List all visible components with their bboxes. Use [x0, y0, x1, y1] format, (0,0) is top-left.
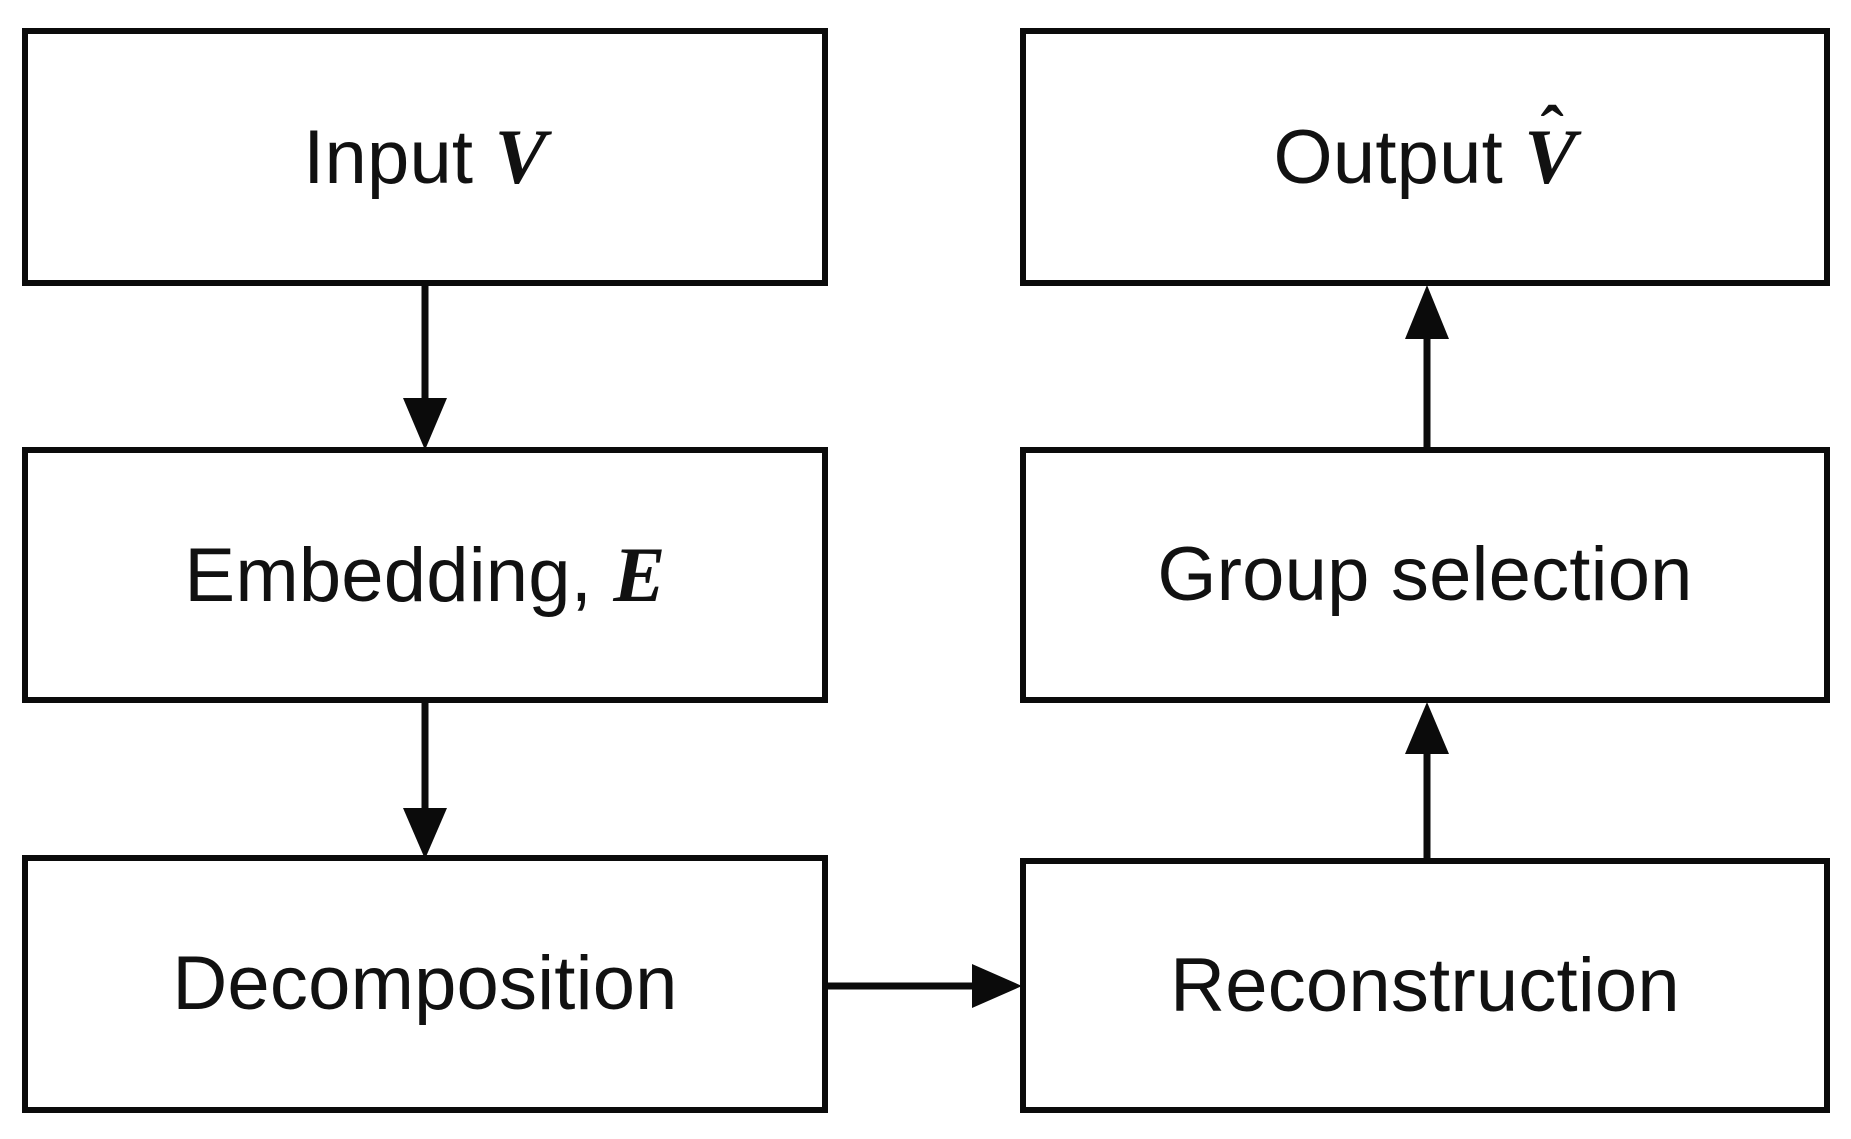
arrow-group-selection-to-output [1397, 283, 1457, 453]
embedding-box-label: Embedding, E [184, 536, 665, 614]
circumflex-accent-icon: ˆ [1540, 93, 1564, 171]
output-box-label-text: Output [1273, 115, 1525, 200]
reconstruction-box[interactable]: Reconstruction [1020, 858, 1830, 1113]
group-selection-box[interactable]: Group selection [1020, 447, 1830, 703]
embedding-box-label-text: Embedding, [184, 533, 614, 618]
embedding-box[interactable]: Embedding, E [22, 447, 828, 703]
reconstruction-box-label: Reconstruction [1170, 942, 1680, 1028]
decomposition-box[interactable]: Decomposition [22, 855, 828, 1113]
arrow-embedding-to-decomposition [395, 700, 455, 862]
input-box-symbol: V [494, 113, 547, 200]
input-box-label-text: Input [303, 115, 495, 200]
output-box-symbol: V [1524, 113, 1577, 200]
input-box-label: Input V [303, 118, 547, 196]
group-selection-box-label: Group selection [1157, 532, 1693, 617]
arrow-reconstruction-to-group-selection [1397, 700, 1457, 862]
arrow-input-to-embedding [395, 282, 455, 452]
decomposition-box-label: Decomposition [172, 941, 678, 1026]
arrow-decomposition-to-reconstruction [824, 956, 1024, 1016]
embedding-box-symbol: E [613, 531, 666, 618]
input-box[interactable]: Input V [22, 28, 828, 286]
